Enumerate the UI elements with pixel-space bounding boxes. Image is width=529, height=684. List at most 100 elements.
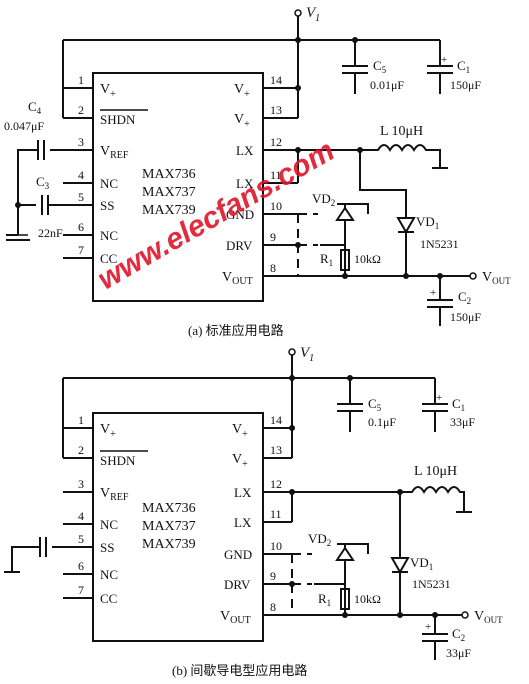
pin-label-nc: NC xyxy=(100,176,118,191)
pin-5: 5 xyxy=(78,190,84,204)
c2-plus-b: + xyxy=(425,621,431,633)
r1-value-a: 10kΩ xyxy=(354,252,381,266)
caption-a: (a) 标准应用电路 xyxy=(188,323,284,338)
pin-6: 6 xyxy=(78,220,84,234)
c1-label-b: C1 xyxy=(452,396,465,413)
c2-value-b: 33μF xyxy=(446,646,471,660)
pin-label-gnd: GND xyxy=(224,547,252,562)
pin-label-vout: VOUT xyxy=(222,270,253,287)
supply-terminal-b xyxy=(288,348,296,356)
pin-13: 13 xyxy=(270,443,282,457)
inductor-label-a: L 10μH xyxy=(380,124,423,139)
c5-label-a: C5 xyxy=(373,58,387,75)
c1-plus-b: + xyxy=(436,392,442,404)
pin-14: 14 xyxy=(270,73,282,87)
pin-4: 4 xyxy=(78,168,84,182)
pin-label-vplus: V+ xyxy=(100,82,116,100)
circuit-b: MAX736 MAX737 MAX739 1 2 3 4 5 6 7 V+ SH… xyxy=(4,345,503,678)
caption-b: (b) 间歇导电型应用电路 xyxy=(172,663,307,678)
pin-11: 11 xyxy=(270,507,282,521)
pin-label-nc: NC xyxy=(100,228,118,243)
pin-1: 1 xyxy=(78,413,84,427)
ic-name-1: MAX736 xyxy=(142,501,196,516)
r1-label-b: R1 xyxy=(318,591,331,608)
vd1-value-a: 1N5231 xyxy=(420,237,459,251)
pin-label-drv: DRV xyxy=(224,577,251,592)
vd2-label-a: VD2 xyxy=(312,191,335,208)
pin-label-vplus: V+ xyxy=(234,112,250,130)
pin-7: 7 xyxy=(78,583,84,597)
pin-label-ss: SS xyxy=(100,540,114,555)
pin-10: 10 xyxy=(270,539,282,553)
r1-resistor-b xyxy=(340,588,350,610)
pin-12: 12 xyxy=(270,477,282,491)
ic-name-3: MAX739 xyxy=(142,203,196,218)
vout-label-a: VOUT xyxy=(482,270,511,286)
circuit-a: MAX736 MAX737 MAX739 1 2 3 4 5 6 7 V+ SH… xyxy=(4,5,511,338)
pin-9: 9 xyxy=(270,569,276,583)
supply-terminal-a xyxy=(294,9,302,17)
pin-3: 3 xyxy=(78,135,84,149)
pin-label-nc: NC xyxy=(100,567,118,582)
c1-label-a: C1 xyxy=(457,58,470,75)
pin-3: 3 xyxy=(78,477,84,491)
vd1-label-b: VD1 xyxy=(410,555,433,572)
r1-value-b: 10kΩ xyxy=(354,592,381,606)
pin-label-drv: DRV xyxy=(226,238,253,253)
pin-label-cc: CC xyxy=(100,251,117,266)
pin-label-lx: LX xyxy=(236,143,254,158)
c1-value-b: 33μF xyxy=(450,415,475,429)
pin-label-lx: LX xyxy=(234,515,252,530)
pin-9: 9 xyxy=(270,230,276,244)
pin-8: 8 xyxy=(270,261,276,275)
pin-label-shdn: SHDN xyxy=(100,453,136,468)
pin-2: 2 xyxy=(78,443,84,457)
vd2-diode-b xyxy=(335,543,355,561)
c5-value-b: 0.1μF xyxy=(368,415,396,429)
c5-label-b: C5 xyxy=(368,396,382,413)
supply-label-a: V1 xyxy=(306,5,320,24)
pin-2: 2 xyxy=(78,103,84,117)
vout-terminal-b xyxy=(461,611,469,619)
pin-label-vref: VREF xyxy=(100,144,129,161)
inductor-b xyxy=(400,486,465,512)
ic-name-2: MAX737 xyxy=(142,185,196,200)
ic-name-2: MAX737 xyxy=(142,519,196,534)
pin-label-nc: NC xyxy=(100,517,118,532)
pin-label-vplus: V+ xyxy=(100,422,116,440)
pin-12: 12 xyxy=(270,135,282,149)
c1-plus-a: + xyxy=(441,54,447,66)
c5-value-a: 0.01μF xyxy=(370,78,404,92)
c3-value-a: 22nF xyxy=(38,226,63,240)
pin-label-vplus: V+ xyxy=(232,452,248,470)
c4-label-a: C4 xyxy=(28,99,42,116)
vd1-zener-a xyxy=(396,217,416,235)
vout-label-b: VOUT xyxy=(474,609,503,625)
ic-name-3: MAX739 xyxy=(142,537,196,552)
c2-plus-a: + xyxy=(430,287,436,299)
vd2-diode-a xyxy=(335,203,355,221)
vd1-value-b: 1N5231 xyxy=(412,577,451,591)
pin-7: 7 xyxy=(78,243,84,257)
ic-max736-a xyxy=(92,72,264,302)
pin-label-shdn: SHDN xyxy=(100,112,136,127)
pin-label-vout: VOUT xyxy=(220,609,251,626)
pin-label-cc: CC xyxy=(100,591,117,606)
pin-4: 4 xyxy=(78,509,84,523)
pin-label-vplus: V+ xyxy=(234,82,250,100)
pin-label-lx: LX xyxy=(234,485,252,500)
c2-value-a: 150μF xyxy=(450,310,481,324)
pin-13: 13 xyxy=(270,103,282,117)
pin-1: 1 xyxy=(78,73,84,87)
pin-14: 14 xyxy=(270,413,282,427)
vout-terminal-a xyxy=(469,272,477,280)
c1-value-a: 150μF xyxy=(450,78,481,92)
r1-resistor-a xyxy=(340,249,350,271)
pin-label-lx: LX xyxy=(236,176,254,191)
c4-value-a: 0.047μF xyxy=(4,119,44,133)
vd1-zener-b xyxy=(390,557,410,575)
inductor-label-b: L 10μH xyxy=(414,464,457,479)
r1-label-a: R1 xyxy=(320,251,333,268)
pin-label-vref: VREF xyxy=(100,486,129,503)
